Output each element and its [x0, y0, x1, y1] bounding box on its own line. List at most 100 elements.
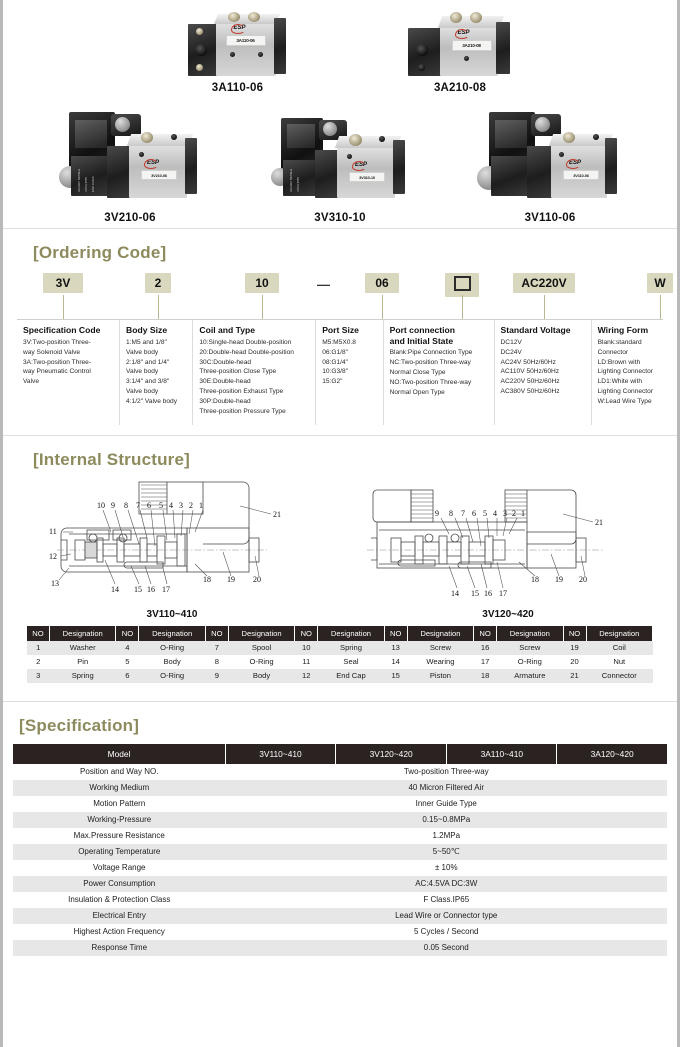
- spec-row-label: Motion Pattern: [93, 799, 146, 809]
- valve-screw-hole: [139, 152, 144, 157]
- ordering-code-option: 10:Single-head Double-position: [199, 338, 292, 346]
- section-title-internal-structure: [Internal Structure]: [33, 449, 191, 469]
- ordering-code-box-3: 06: [365, 273, 399, 293]
- designation-cell: 5: [125, 657, 130, 667]
- spec-row-label: Electrical Entry: [13, 907, 226, 924]
- ordering-code-option: DC24V: [500, 348, 522, 356]
- designation-cell: 1: [27, 640, 50, 655]
- product-caption: 3A210-08: [433, 82, 487, 94]
- ordering-code-option: Valve body: [126, 368, 159, 376]
- spec-row-label: Working Medium: [13, 779, 226, 796]
- ordering-code-option: Three-position Exhaust Type: [199, 388, 284, 396]
- designation-cell: O-Ring: [249, 657, 274, 667]
- designation-cell: 7: [205, 640, 229, 655]
- spec-header-variant-1: 3V110~410: [225, 743, 336, 764]
- valve-body-top: [548, 134, 614, 146]
- designation-cell: Screw: [407, 640, 474, 655]
- svg-text:18: 18: [531, 575, 539, 584]
- spec-row-value: F Class.IP65: [423, 895, 470, 905]
- ordering-code-option: Connector: [597, 348, 629, 356]
- spec-row-label: Highest Action Frequency: [73, 927, 165, 937]
- ordering-code-leader-line: [660, 295, 661, 319]
- svg-text:10: 10: [97, 501, 105, 510]
- designation-cell: Spool: [228, 640, 295, 655]
- valve-screw-hole: [559, 152, 564, 157]
- valve-end-block: [107, 146, 131, 198]
- valve-body-top: [213, 14, 280, 24]
- spec-row-label: Position and Way NO.: [80, 767, 159, 777]
- ordering-code-option: Normal Close Type: [389, 369, 446, 377]
- spec-row-label: Operating Temperature: [13, 843, 226, 860]
- section-title-specification: [Specification]: [19, 715, 140, 735]
- designation-cell: Piston: [407, 668, 474, 683]
- valve-air-port: [247, 12, 260, 22]
- section-title-ordering-code: [Ordering Code]: [33, 243, 167, 262]
- valve-body: [215, 20, 276, 76]
- designation-cell: Connector: [586, 668, 653, 683]
- designation-header-no: NO: [473, 625, 498, 641]
- coil-base: [71, 156, 111, 196]
- ordering-code-option: Three-position Close Type: [199, 368, 277, 376]
- spec-row-value: 5~50℃: [225, 843, 667, 860]
- designation-header-designation: Designation: [228, 625, 296, 641]
- svg-text:9: 9: [111, 501, 115, 510]
- esp-brand-logo: ESP: [565, 159, 582, 169]
- ordering-code-option: AC24V 50Hz/60Hz: [500, 358, 556, 366]
- ordering-code-option: 3V:Two-position Three-: [23, 338, 91, 346]
- valve-screw-hole: [463, 56, 469, 61]
- designation-cell: 12: [294, 668, 318, 683]
- svg-text:4: 4: [169, 501, 173, 510]
- valve-image-3v310-10: AC220V 50/60Hz 4.5VA IP65 ESP 3V310-10: [265, 104, 415, 208]
- valve-screw-hole: [593, 134, 599, 140]
- ordering-code-box-5: AC220V: [513, 273, 575, 293]
- spec-row-value: AC:4.5VA DC:3W: [225, 875, 667, 892]
- ordering-code-column-title: Wiring Form: [597, 325, 649, 335]
- ordering-code-leader-line: [262, 295, 263, 319]
- ordering-code-column-title: Body Size: [126, 325, 168, 335]
- valve-side-block: [273, 18, 286, 74]
- ordering-code-option: 30E:Double-head: [199, 378, 251, 386]
- designation-header-designation: Designation: [496, 625, 564, 641]
- svg-text:11: 11: [49, 527, 57, 536]
- ordering-code-option: Blank:Pipe Connection Type: [389, 349, 473, 357]
- section-divider: [3, 700, 677, 702]
- svg-text:7: 7: [136, 501, 140, 510]
- connector-nut: [323, 122, 337, 136]
- ordering-code-option: way Pneumatic Control: [23, 368, 91, 376]
- svg-text:17: 17: [499, 589, 507, 598]
- svg-text:3: 3: [503, 509, 507, 518]
- designation-header-designation: Designation: [317, 625, 385, 641]
- spec-header-variant-2: 3V120~420: [335, 743, 448, 764]
- svg-text:20: 20: [253, 575, 261, 584]
- svg-text:18: 18: [203, 575, 211, 584]
- ordering-code-option: 2:1/8" and 1/4": [126, 358, 170, 366]
- svg-text:16: 16: [484, 589, 492, 598]
- internal-structure-section: [Internal Structure]: [3, 436, 677, 691]
- esp-brand-logo: ESP: [454, 29, 470, 39]
- valve-model-label: 3A110-06: [225, 35, 266, 46]
- svg-text:2: 2: [512, 509, 516, 518]
- valve-model-label: 3V310-10: [349, 172, 385, 182]
- designation-cell: 4: [115, 640, 139, 655]
- spec-header-variant-4: 3A120~420: [556, 743, 667, 764]
- ordering-code-option: Valve: [23, 378, 40, 386]
- valve-air-port: [449, 12, 462, 23]
- spec-row-value: 5 Cycles / Second: [414, 927, 479, 937]
- designation-cell: O-Ring: [138, 640, 206, 655]
- valve-screw-hole: [379, 136, 385, 142]
- ordering-code-option: 4:1/2" Valve body: [126, 398, 178, 406]
- valve-side-block: [185, 138, 197, 194]
- ordering-code-option: NC:Two-position Three-way: [389, 359, 471, 367]
- ordering-code-column-title: Standard Voltage: [500, 325, 571, 335]
- ordering-code-option: NO:Two-position Three-way: [389, 379, 472, 387]
